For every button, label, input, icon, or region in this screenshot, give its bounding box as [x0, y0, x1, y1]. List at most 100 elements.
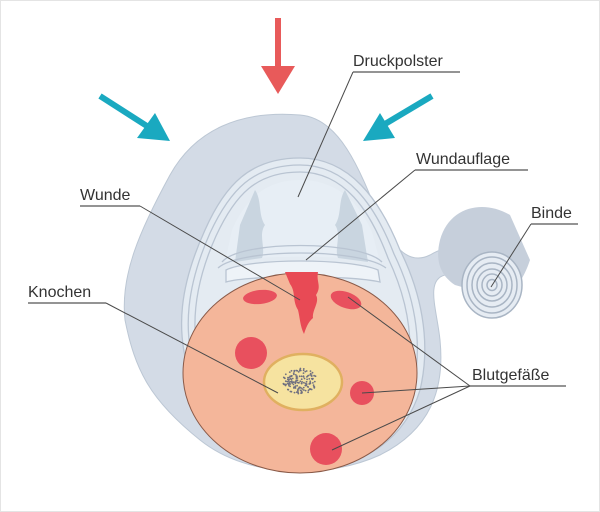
- marrow-dot: [289, 380, 292, 383]
- marrow-dot: [282, 376, 285, 379]
- marrow-dot: [284, 383, 286, 386]
- marrow-dot: [296, 375, 298, 378]
- bone: [262, 352, 344, 412]
- marrow-dot: [309, 380, 312, 383]
- marrow-dot: [302, 389, 305, 391]
- wound: [285, 272, 319, 334]
- label-binde: Binde: [531, 205, 572, 222]
- marrow-dot: [294, 381, 297, 384]
- marrow-dot: [304, 370, 307, 373]
- bandage-roll: [438, 207, 530, 319]
- marrow-dot: [308, 388, 311, 390]
- marrow-dot: [293, 373, 295, 376]
- marrow-dot: [302, 386, 305, 389]
- marrow-dot: [296, 384, 298, 387]
- leader-lines: [28, 71, 578, 451]
- marrow-dot: [286, 382, 289, 385]
- marrow-dot: [302, 375, 305, 378]
- marrow-dot: [309, 372, 312, 375]
- marrow-dot: [286, 380, 289, 383]
- pressure-arrow-right: [363, 93, 434, 141]
- blood-vessel-left: [235, 337, 267, 369]
- marrow-dot: [287, 376, 289, 379]
- marrow-dot: [304, 384, 307, 387]
- marrow-dot: [309, 374, 311, 376]
- marrow-dot: [297, 371, 300, 373]
- marrow-dot: [304, 389, 307, 392]
- marrow-dot: [291, 377, 294, 380]
- pressure-arrow-left: [98, 93, 170, 141]
- marrow-dot: [296, 369, 299, 372]
- blood-vessel-bottom: [310, 433, 342, 465]
- marrow-dot: [297, 387, 300, 390]
- marrow-dot: [295, 379, 298, 382]
- marrow-dot: [306, 385, 309, 388]
- marrow-dot: [282, 382, 285, 385]
- marrow-dot: [307, 389, 310, 392]
- marrow-dot: [307, 391, 309, 394]
- marrow-dot: [299, 389, 302, 392]
- blood-vessel-top-left: [243, 289, 277, 305]
- marrow-dot: [299, 380, 302, 383]
- marrow-dot: [310, 375, 313, 377]
- marrow-dot: [306, 378, 308, 381]
- bone-marrow: [282, 367, 317, 395]
- marrow-dot: [303, 377, 306, 380]
- marrow-dot: [295, 391, 298, 394]
- marrow-dot: [302, 369, 305, 372]
- marrow-dot: [287, 388, 290, 391]
- marrow-dot: [296, 381, 299, 384]
- marrow-dot: [294, 374, 297, 376]
- marrow-dot: [290, 369, 293, 372]
- marrow-dot: [309, 370, 312, 372]
- marrow-dot: [291, 375, 293, 377]
- marrow-dot: [287, 380, 290, 382]
- marrow-dot: [300, 375, 303, 378]
- marrow-dot: [305, 370, 308, 372]
- blood-vessel-top-right: [330, 290, 362, 310]
- marrow-dot: [284, 380, 287, 383]
- marrow-dot: [303, 381, 305, 384]
- marrow-dot: [297, 392, 300, 395]
- pressure-pad: [225, 180, 380, 262]
- marrow-dot: [295, 377, 298, 380]
- marrow-dot: [304, 382, 307, 385]
- marrow-dot: [312, 384, 315, 387]
- marrow-dot: [299, 386, 301, 389]
- marrow-dot: [289, 385, 291, 388]
- marrow-dot: [306, 375, 309, 377]
- label-druckpolster: Druckpolster: [353, 53, 443, 70]
- marrow-dot: [302, 372, 305, 374]
- marrow-dot: [292, 383, 295, 386]
- label-wundauflage: Wundauflage: [416, 151, 510, 168]
- marrow-dot: [297, 389, 299, 392]
- marrow-dot: [296, 379, 299, 382]
- marrow-dot: [301, 388, 304, 390]
- marrow-dot: [313, 374, 315, 377]
- marrow-dot: [312, 382, 314, 384]
- marrow-dot: [293, 391, 296, 394]
- marrow-dot: [308, 382, 311, 385]
- label-knochen: Knochen: [28, 284, 91, 301]
- marrow-dot: [286, 378, 289, 381]
- marrow-dot: [308, 378, 311, 380]
- marrow-dot: [289, 383, 292, 385]
- marrow-dot: [310, 388, 313, 391]
- marrow-dot: [312, 377, 314, 380]
- label-blutgefaesse: Blutgefäße: [472, 367, 549, 384]
- marrow-dot: [299, 367, 302, 370]
- marrow-dot: [302, 368, 305, 370]
- marrow-dot: [290, 378, 293, 381]
- marrow-dot: [311, 371, 314, 374]
- marrow-dot: [293, 369, 296, 372]
- label-wunde: Wunde: [80, 187, 131, 204]
- marrow-dot: [314, 375, 317, 378]
- marrow-dot: [289, 390, 292, 393]
- marrow-dot: [301, 381, 303, 383]
- marrow-dot: [313, 380, 316, 383]
- marrow-dot: [284, 373, 287, 376]
- marrow-dot: [313, 385, 315, 388]
- marrow-dot: [294, 386, 296, 389]
- marrow-dot: [298, 375, 301, 378]
